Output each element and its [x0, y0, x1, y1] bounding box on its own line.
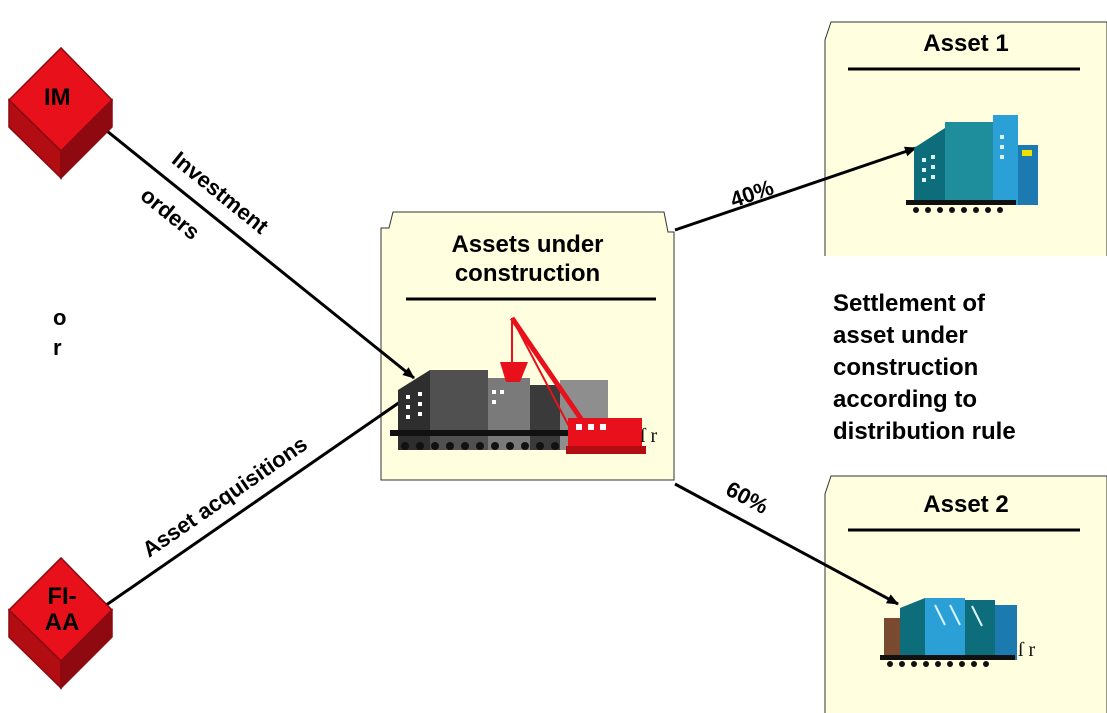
- svg-text:ſ r: ſ r: [640, 425, 658, 447]
- asset2-title: Asset 2: [923, 491, 1009, 518]
- fiaa-label-line2: AA: [44, 609, 80, 636]
- im-cube-icon: [7, 46, 114, 180]
- or-label: o r: [53, 307, 73, 359]
- settlement-line: asset under: [833, 322, 968, 349]
- asset-acquisitions-arrow: [98, 391, 414, 612]
- asset1-title: Asset 1: [923, 30, 1009, 57]
- svg-text:ſ r: ſ r: [1018, 639, 1036, 661]
- investment-orders-arrow: [91, 117, 415, 380]
- settlement-line: distribution rule: [833, 418, 1016, 445]
- settlement-line: Settlement of: [833, 290, 986, 317]
- settlement-40-arrow: [674, 146, 917, 232]
- auc-title: Assets under construction: [381, 233, 674, 286]
- or-label-line2: r: [53, 335, 62, 360]
- asset1-building-icon: [906, 115, 1038, 213]
- fiaa-cube-icon: [7, 556, 114, 690]
- construction-site-icon: ſ r: [390, 316, 658, 454]
- settlement-description: Settlement of asset under construction a…: [833, 292, 1103, 444]
- auc-title-line2: construction: [454, 260, 601, 287]
- fiaa-label: FI- AA: [40, 585, 84, 635]
- settlement-line: construction: [833, 354, 979, 381]
- im-label: IM: [44, 84, 71, 111]
- asset2-building-icon: ſ r: [880, 598, 1036, 667]
- or-label-line1: o: [53, 305, 67, 330]
- settlement-line: according to: [833, 386, 978, 413]
- auc-title-line1: Assets under: [451, 231, 604, 258]
- settlement-60-arrow: [674, 482, 899, 606]
- fiaa-label-line1: FI-: [47, 583, 77, 610]
